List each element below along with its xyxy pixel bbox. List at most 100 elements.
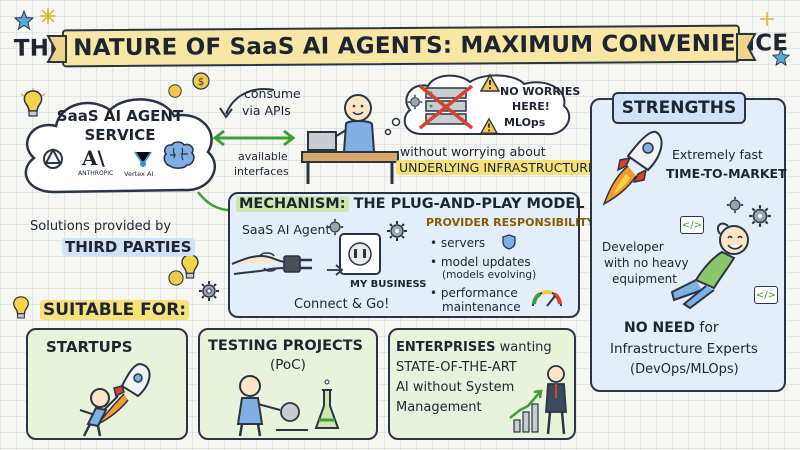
- connect-label: Connect & Go!: [294, 297, 390, 312]
- gauge-icon: [532, 290, 562, 307]
- svg-text:$: $: [198, 77, 204, 88]
- worries-text-1: NO WORRIES: [500, 85, 581, 98]
- interfaces-text-1: available: [238, 150, 288, 163]
- gear-icon: [407, 94, 423, 110]
- provider-item-evolving: (models evolving): [442, 269, 537, 281]
- decor-sparkle-tl: [40, 8, 56, 24]
- provider-title: PROVIDER RESPONSIBILITY:: [426, 216, 599, 229]
- title-banner: THE NATURE OF SaaS AI AGENTS: MAXIMUM CO…: [14, 24, 788, 68]
- interfaces-text-2: interfaces: [234, 165, 289, 178]
- mechanism-header: MECHANISM: THE PLUG-AND-PLAY MODEL: [236, 196, 585, 212]
- testing-label-1: TESTING PROJECTS: [208, 338, 364, 354]
- service-title-2: SERVICE: [84, 126, 156, 144]
- scientist-experiment-icon: [236, 375, 340, 437]
- infra-highlight: UNDERLYING INFRASTRUCTURE: [396, 160, 599, 175]
- worries-text-3: MLOps: [504, 116, 546, 129]
- developer-at-desk-icon: [301, 94, 399, 184]
- hand-plug-icon: [231, 252, 312, 275]
- coin-icon: [168, 84, 182, 98]
- strength-noneed-1: NO NEED for: [624, 320, 719, 336]
- lightbulb-icon: [181, 254, 199, 279]
- gear-icon: [749, 205, 771, 227]
- businessman-chart-icon: [509, 365, 567, 435]
- strength-noneed-2: Infrastructure Experts: [610, 341, 758, 357]
- page-title: THE NATURE OF SaaS AI AGENTS: MAXIMUM CO…: [13, 30, 789, 62]
- third-party-highlight: THIRD PARTIES: [62, 238, 195, 256]
- third-party-text-1: Solutions provided by: [30, 219, 172, 234]
- provider-item-servers: • servers: [430, 236, 486, 250]
- startups-card: [26, 328, 188, 440]
- noneed-bold: NO NEED: [624, 320, 695, 336]
- enterprises-line-4: Management: [396, 400, 482, 415]
- decor-sparkle-tr: [760, 12, 774, 26]
- service-title-1: SaaS AI AGENT: [56, 107, 184, 125]
- lightbulb-icon: [20, 88, 46, 117]
- anthropic-logo-text: ANTHROPIC: [78, 170, 114, 177]
- suitable-for-label: SUITABLE FOR:: [40, 300, 190, 320]
- provider-item-maintenance: maintenance: [442, 300, 521, 314]
- decor-star-tl: [13, 9, 35, 31]
- strength-dev-1: Developer: [602, 240, 664, 254]
- consume-text-2: via APIs: [242, 103, 291, 118]
- strengths-panel: [590, 98, 786, 392]
- mechanism-label: MECHANISM:: [236, 196, 349, 212]
- brain-icon: [163, 141, 195, 169]
- infra-text-2: UNDERLYING INFRASTRUCTURE: [396, 160, 599, 175]
- anthropic-logo-icon: A\: [82, 146, 105, 170]
- warning-icon: [479, 73, 501, 92]
- lightbulb-icon: [13, 296, 29, 319]
- code-tag-badge: </>: [754, 286, 778, 304]
- testing-card: [198, 328, 378, 440]
- gear-icon: [199, 281, 219, 301]
- strength-dev-2: with no heavy: [604, 256, 689, 270]
- startups-label: STARTUPS: [46, 338, 133, 356]
- strength-fast-2: TIME-TO-MARKET: [666, 166, 787, 181]
- strengths-title: STRENGTHS: [621, 98, 737, 118]
- gear-icon: [326, 218, 344, 236]
- mechanism-box: [228, 192, 580, 318]
- testing-label-2: (PoC): [270, 357, 306, 373]
- consume-text-1: consume: [244, 86, 301, 101]
- enterprises-card: [388, 328, 576, 440]
- mechanism-title: THE PLUG-AND-PLAY MODEL: [353, 196, 585, 212]
- enterprises-line-1: ENTERPRISES wanting: [396, 340, 552, 355]
- worries-text-2: HERE!: [512, 100, 550, 113]
- banner-ribbon-left: [46, 35, 67, 63]
- coin-icon: [168, 270, 184, 286]
- vertex-logo-icon: [134, 151, 152, 167]
- noneed-rest: for: [694, 320, 719, 336]
- relaxed-developer-icon: [670, 222, 749, 310]
- banner-ribbon-right: [736, 33, 757, 61]
- strength-noneed-3: (DevOps/MLOps): [630, 362, 739, 377]
- code-tag-badge: </>: [680, 216, 704, 234]
- strengths-title-box: STRENGTHS: [612, 92, 746, 124]
- suitable-for-title: SUITABLE FOR:: [40, 300, 190, 320]
- gear-icon: [726, 196, 744, 214]
- enterprises-rest: wanting: [495, 340, 552, 355]
- strength-dev-3: equipment: [612, 272, 677, 286]
- provider-item-performance: • performance: [430, 286, 518, 300]
- vertex-logo-text: Vertex AI: [124, 170, 154, 178]
- openai-logo-icon: [43, 147, 63, 169]
- startup-rocket-person-icon: [79, 362, 151, 437]
- coin-icon: $: [192, 72, 210, 90]
- agent-label: SaaS AI Agent: [242, 222, 331, 237]
- enterprises-bold: ENTERPRISES: [396, 340, 496, 355]
- strength-fast-1: Extremely fast: [672, 147, 763, 162]
- service-cloud: [24, 98, 216, 194]
- decor-star-tr: [771, 47, 791, 67]
- interfaces-double-arrow: [212, 129, 296, 147]
- shield-icon: [502, 234, 516, 250]
- business-label: MY BUSINESS: [350, 279, 427, 290]
- enterprises-line-3: AI without System: [396, 380, 515, 395]
- connect-arrow: [327, 264, 344, 276]
- consume-arrow: [219, 88, 275, 119]
- warning-icon: [479, 117, 499, 134]
- rocket-icon: [602, 130, 663, 206]
- wall-socket-icon: [339, 233, 381, 275]
- provider-item-updates: • model updates: [430, 255, 531, 269]
- enterprises-line-2: STATE-OF-THE-ART: [396, 360, 517, 375]
- thought-bubble-dots: [384, 117, 401, 136]
- third-party-text-2: THIRD PARTIES: [62, 238, 195, 256]
- infra-text-1: without worrying about: [400, 144, 546, 159]
